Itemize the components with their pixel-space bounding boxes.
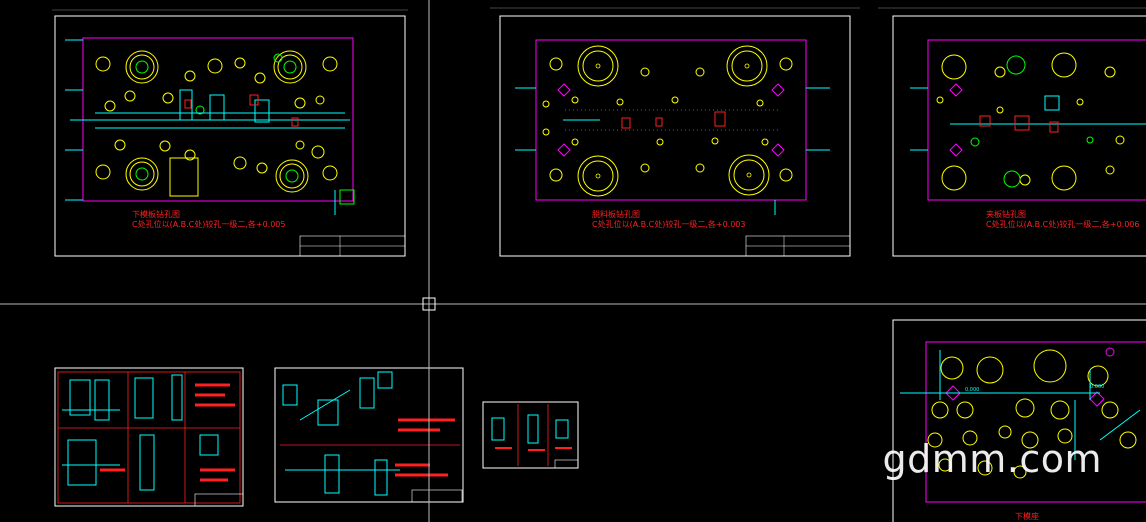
svg-text:0.000: 0.000 [1090, 384, 1104, 390]
lower-die-zoom-caption: 下模座 [1015, 512, 1039, 521]
sheet-lower-die-zoom[interactable]: 0.000 0.000 [892, 319, 1146, 522]
sheet-detail-a[interactable] [54, 367, 244, 507]
sheet-upper-die[interactable] [878, 7, 1146, 257]
stripper-note-1: 脱料板钻孔图 [592, 210, 640, 219]
svg-text:0.000: 0.000 [965, 387, 979, 393]
lower-die-note-1: 下模板钻孔图 [132, 210, 180, 219]
sheet-stripper[interactable] [490, 7, 860, 257]
sheet-detail-b[interactable] [274, 367, 464, 503]
upper-die-note-2: C处孔位以(A.B.C处)铰孔一级二,各+0.006 [986, 220, 1140, 229]
sheet-lower-die[interactable] [52, 9, 408, 257]
watermark-text: gdmm.com [882, 437, 1102, 481]
sheet-detail-c[interactable] [482, 401, 579, 469]
upper-die-note-1: 夹板钻孔图 [986, 210, 1026, 219]
stripper-note-2: C处孔位以(A.B.C处)铰孔一级二,各+0.003 [592, 220, 746, 229]
lower-die-note-2: C处孔位以(A.B.C处)铰孔一级二,各+0.005 [132, 220, 286, 229]
